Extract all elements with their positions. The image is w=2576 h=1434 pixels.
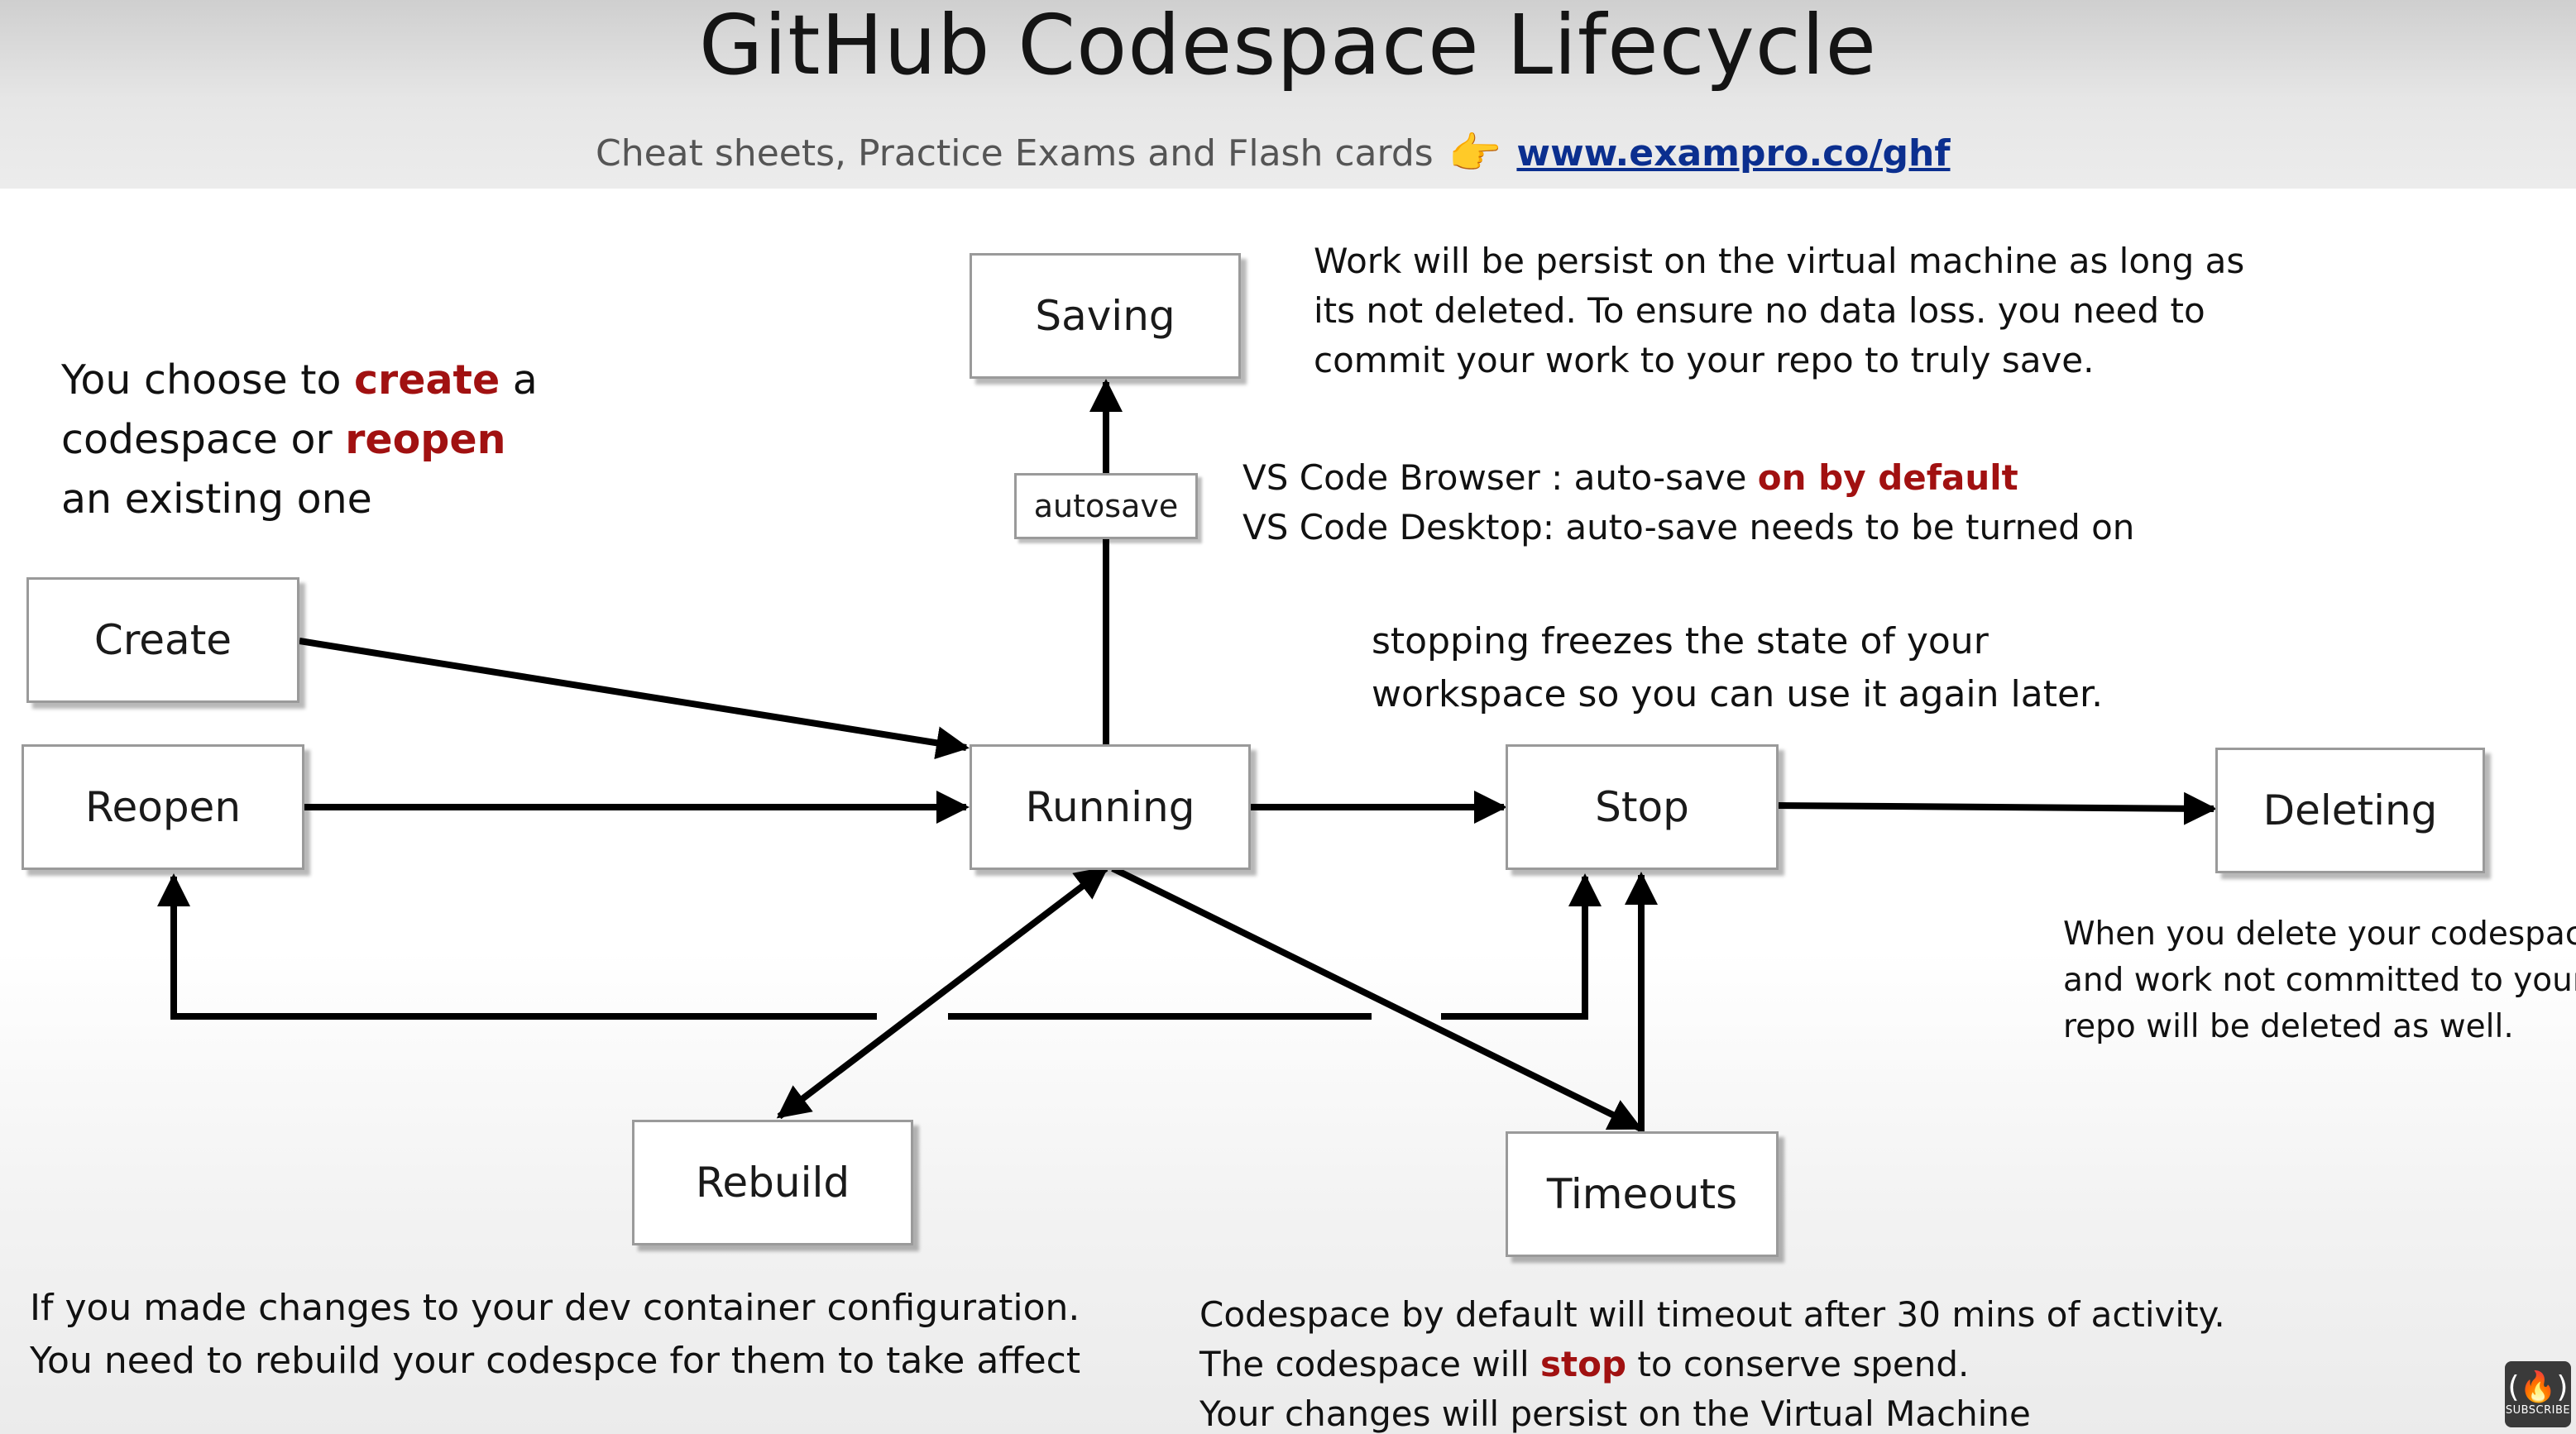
timeouts-note: Codespace by default will timeout after … — [1199, 1290, 2225, 1434]
stopping-note-line: stopping freezes the state of your — [1372, 620, 1989, 662]
stop-label: Stop — [1595, 783, 1689, 831]
running-label: Running — [1025, 783, 1195, 831]
autosave-highlight: on by default — [1757, 457, 2018, 498]
create-box: Create — [26, 577, 299, 703]
saving-note: Work will be persist on the virtual mach… — [1314, 237, 2244, 385]
deleting-note-line: repo will be deleted as well. — [2063, 1008, 2514, 1045]
saving-label: Saving — [1035, 292, 1175, 340]
saving-note-line: commit your work to your repo to truly s… — [1314, 340, 2095, 380]
subtitle-text: Cheat sheets, Practice Exams and Flash c… — [596, 131, 1434, 174]
pointing-hand-icon: 👉 — [1448, 128, 1502, 179]
arrow-rebuild-loop-to-stop — [1441, 873, 1602, 1020]
autosave-note-line: VS Code Browser : auto-save — [1243, 457, 1758, 498]
create-label: Create — [93, 616, 232, 664]
header-band: GitHub Codespace Lifecycle Cheat sheets,… — [0, 0, 2576, 189]
arrow-rebuild-loop-to-reopen — [157, 873, 877, 1020]
stop-highlight: stop — [1540, 1344, 1627, 1384]
autosave-box: autosave — [1014, 473, 1198, 539]
deleting-box: Deleting — [2215, 748, 2485, 873]
timeouts-box: Timeouts — [1506, 1131, 1779, 1257]
reopen-box: Reopen — [22, 744, 304, 870]
choose-text: a — [500, 356, 538, 404]
autosave-note-line: VS Code Desktop: auto-save needs to be t… — [1243, 507, 2135, 547]
rebuild-box: Rebuild — [632, 1120, 913, 1245]
arrow-running-rebuild — [776, 865, 1109, 1120]
create-highlight: create — [354, 356, 500, 404]
reopen-highlight: reopen — [345, 416, 506, 463]
deleting-note-line: When you delete your codespace — [2063, 915, 2576, 953]
choose-text: You choose to — [61, 356, 355, 404]
page-title: GitHub Codespace Lifecycle — [698, 0, 1878, 93]
deleting-label: Deleting — [2262, 786, 2438, 834]
rebuild-label: Rebuild — [695, 1159, 850, 1207]
subscribe-label: SUBSCRIBE — [2505, 1404, 2571, 1417]
freecodecamp-icon: (🔥) — [2507, 1370, 2569, 1404]
autosave-label: autosave — [1033, 488, 1179, 524]
arrow-running-to-timeouts — [1111, 865, 1643, 1131]
rebuild-note: If you made changes to your dev containe… — [30, 1282, 1080, 1388]
choose-text: codespace or — [61, 416, 346, 463]
deleting-note-line: and work not committed to your — [2063, 962, 2576, 999]
timeouts-note-line: Codespace by default will timeout after … — [1199, 1294, 2225, 1335]
autosave-note: VS Code Browser : auto-save on by defaul… — [1243, 453, 2134, 552]
stopping-note: stopping freezes the state of your works… — [1372, 615, 2103, 721]
timeouts-note-line: The codespace will — [1199, 1344, 1541, 1384]
reopen-label: Reopen — [84, 783, 242, 831]
timeouts-note-line: Your changes will persist on the Virtual… — [1199, 1393, 2031, 1434]
arrow-create-to-running — [299, 638, 970, 760]
choose-text: an existing one — [61, 476, 372, 523]
saving-note-line: its not deleted. To ensure no data loss.… — [1314, 290, 2205, 331]
timeouts-label: Timeouts — [1546, 1170, 1738, 1218]
subscribe-badge[interactable]: (🔥) SUBSCRIBE — [2505, 1361, 2571, 1427]
arrow-stop-to-deleting — [1778, 791, 2217, 825]
timeouts-note-line: to conserve spend. — [1626, 1344, 1970, 1384]
rebuild-note-line: If you made changes to your dev containe… — [30, 1287, 1080, 1329]
stopping-note-line: workspace so you can use it again later. — [1372, 673, 2104, 715]
stop-box: Stop — [1506, 744, 1779, 870]
saving-note-line: Work will be persist on the virtual mach… — [1314, 241, 2245, 281]
subtitle-row: Cheat sheets, Practice Exams and Flash c… — [596, 124, 1951, 182]
choose-note: You choose to create a codespace or reop… — [61, 351, 538, 529]
rebuild-note-line: You need to rebuild your codespce for th… — [30, 1340, 1081, 1382]
saving-box: Saving — [970, 253, 1241, 379]
deleting-note: When you delete your codespace and work … — [2063, 911, 2576, 1050]
running-box: Running — [970, 744, 1251, 870]
exampro-link[interactable]: www.exampro.co/ghf — [1516, 131, 1951, 174]
